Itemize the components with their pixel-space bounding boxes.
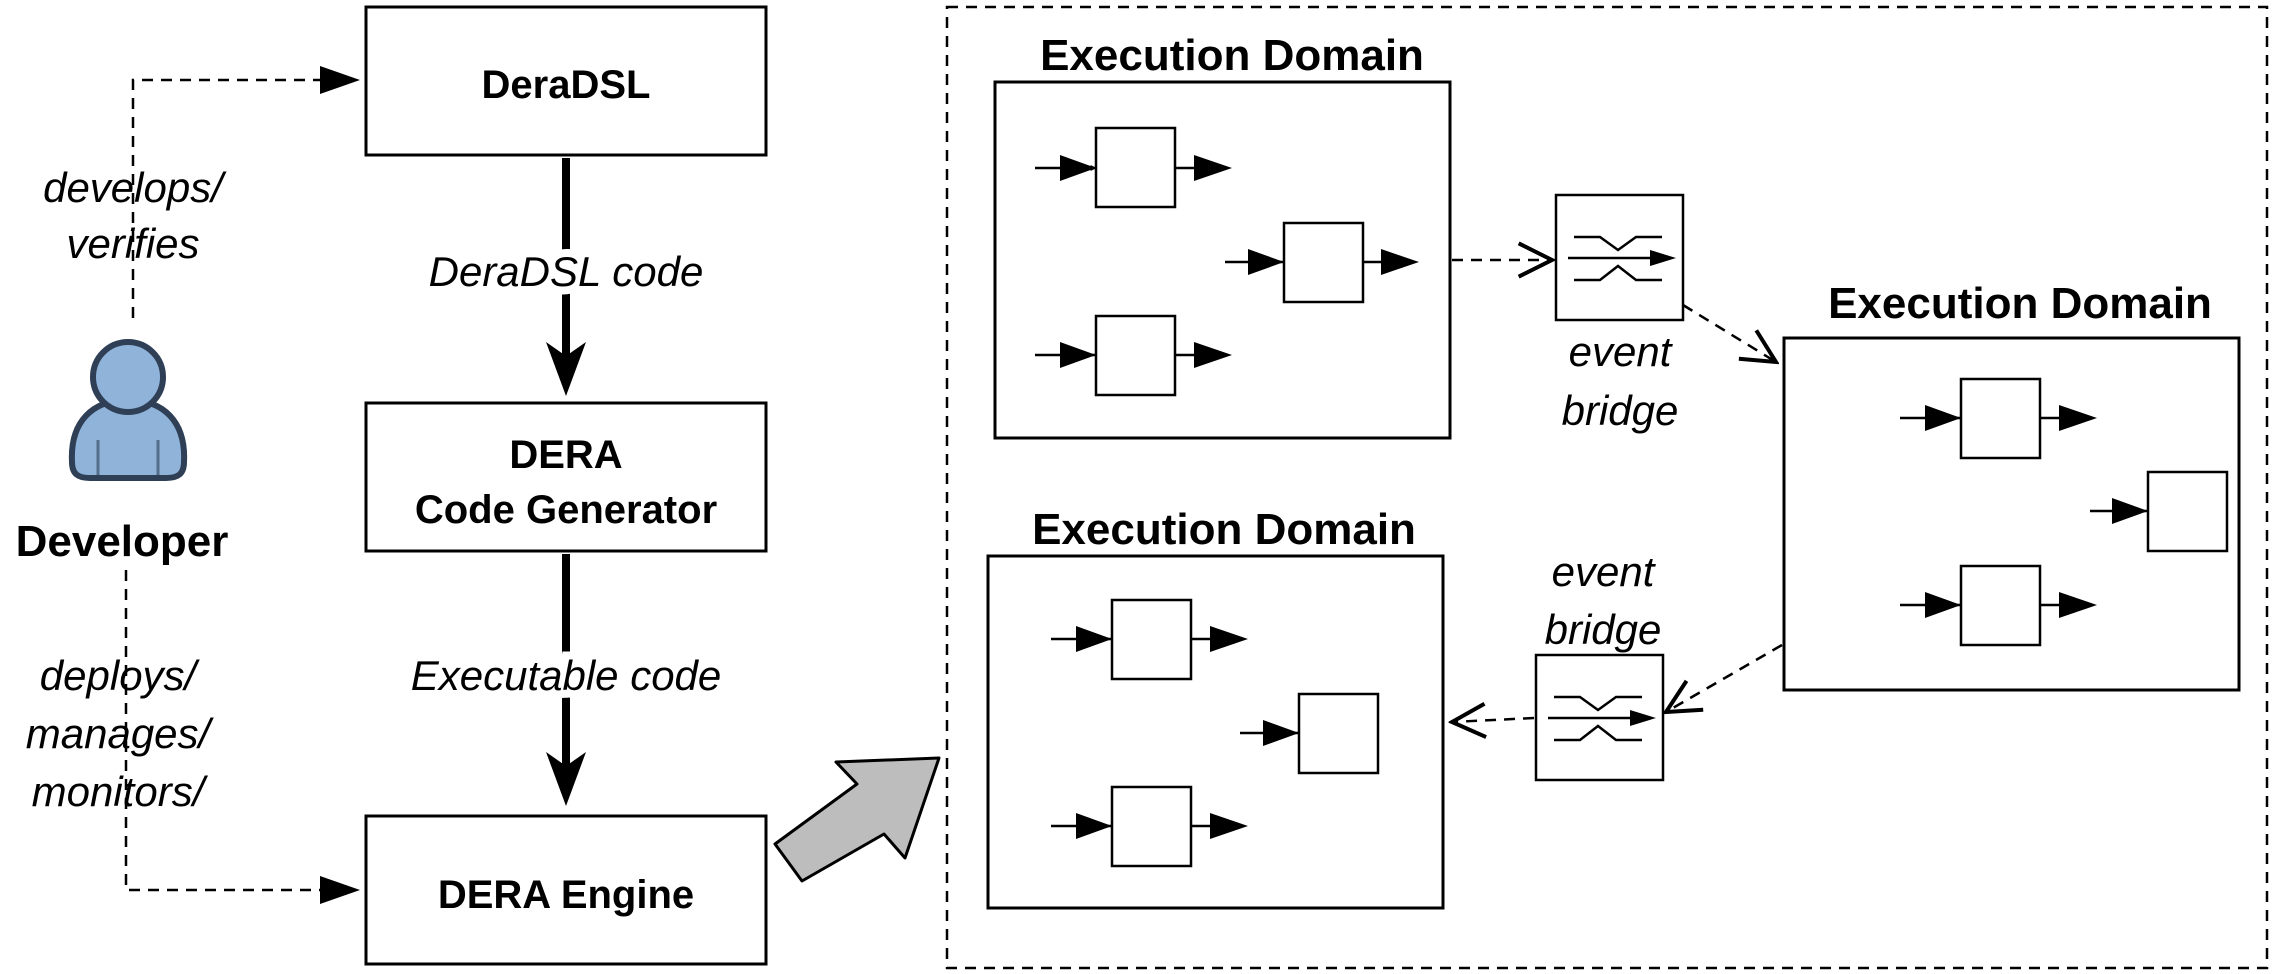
- deradsl-box: [364, 5, 768, 157]
- deradsl-box-label: DeraDSL: [482, 63, 651, 107]
- event-bridge-bottom-label-line2: bridge: [1545, 606, 1662, 653]
- domain-b-title: Execution Domain: [1828, 279, 2212, 328]
- develops-label-line1: develops/: [43, 164, 227, 211]
- event-bridge-bottom-label-line1: event: [1552, 548, 1657, 595]
- deradsl-to-generator-arrowhead: [546, 342, 586, 396]
- domain-c-component-1-in-arrow: [1076, 626, 1112, 652]
- bridge-to-domain-c-connector: [1452, 718, 1535, 722]
- code-generator-box: [364, 401, 768, 553]
- domain-a-component-1: [1094, 126, 1177, 209]
- engine-to-runtime-arrow: [773, 756, 941, 883]
- domain-c-component-1: [1110, 598, 1193, 681]
- domain-a-component-1-out-arrow: [1194, 155, 1232, 181]
- domain-c-component-3-in-arrow: [1076, 813, 1112, 839]
- domain-b-component-2-in-arrow: [2112, 498, 2148, 524]
- domain-a-component-3: [1094, 314, 1177, 397]
- execution-domain-a: [993, 80, 1452, 440]
- developer-icon: [68, 339, 188, 481]
- domain-a-title: Execution Domain: [1040, 31, 1424, 80]
- domain-b-to-bridge-connector: [1666, 643, 1783, 712]
- develops-label-line2: verifies: [66, 220, 199, 267]
- deploys-label-line1: deploys/: [40, 652, 201, 699]
- domain-b-component-3-out-arrow: [2059, 592, 2097, 618]
- domain-a-component-3-out-arrow: [1194, 342, 1232, 368]
- domain-c-component-3: [1110, 785, 1193, 868]
- developer-label: Developer: [16, 517, 229, 566]
- domain-b-component-1: [1959, 377, 2042, 460]
- domain-c-component-2: [1297, 692, 1380, 775]
- domain-b-component-3: [1959, 564, 2042, 647]
- domain-a-components: [1035, 126, 1419, 397]
- domain-a-component-1-in-arrow: [1060, 155, 1096, 181]
- event-bridge-bottom-icon: [1534, 653, 1665, 782]
- event-bridge-top-label-line1: event: [1569, 328, 1674, 375]
- deploys-label-line3: monitors/: [32, 768, 209, 815]
- deradsl-code-label: DeraDSL code: [429, 248, 704, 295]
- generator-to-engine-arrowhead: [546, 752, 586, 806]
- domain-b-component-1-out-arrow: [2059, 405, 2097, 431]
- code-generator-label-line2: Code Generator: [415, 488, 717, 532]
- domain-c-components: [1051, 598, 1380, 868]
- deploys-arrowhead: [320, 876, 360, 904]
- domain-a-component-2: [1282, 221, 1365, 304]
- develops-connector: [131, 78, 320, 318]
- event-bridge-top-label-line2: bridge: [1562, 387, 1679, 434]
- event-bridge-top-icon: [1554, 193, 1685, 322]
- develops-arrowhead: [320, 66, 360, 94]
- domain-c-title: Execution Domain: [1032, 505, 1416, 554]
- code-generator-label-line1: DERA: [509, 433, 622, 477]
- domain-a-component-2-out-arrow: [1381, 249, 1419, 275]
- domain-c-component-1-out-arrow: [1210, 626, 1248, 652]
- executable-code-label: Executable code: [411, 652, 722, 699]
- domain-b-component-3-in-arrow: [1925, 592, 1961, 618]
- deploys-label-line2: manages/: [26, 710, 215, 757]
- bridge-to-domain-b-connector: [1682, 303, 1776, 362]
- domain-b-components: [1900, 377, 2229, 647]
- domain-c-component-3-out-arrow: [1210, 813, 1248, 839]
- domain-c-component-2-in-arrow: [1263, 720, 1299, 746]
- domain-b-component-1-in-arrow: [1925, 405, 1961, 431]
- domain-b-component-2: [2146, 470, 2229, 553]
- domain-a-component-3-in-arrow: [1060, 342, 1096, 368]
- domain-a-component-2-in-arrow: [1248, 249, 1284, 275]
- dera-engine-label: DERA Engine: [438, 873, 694, 917]
- dera-engine-box: [364, 814, 768, 966]
